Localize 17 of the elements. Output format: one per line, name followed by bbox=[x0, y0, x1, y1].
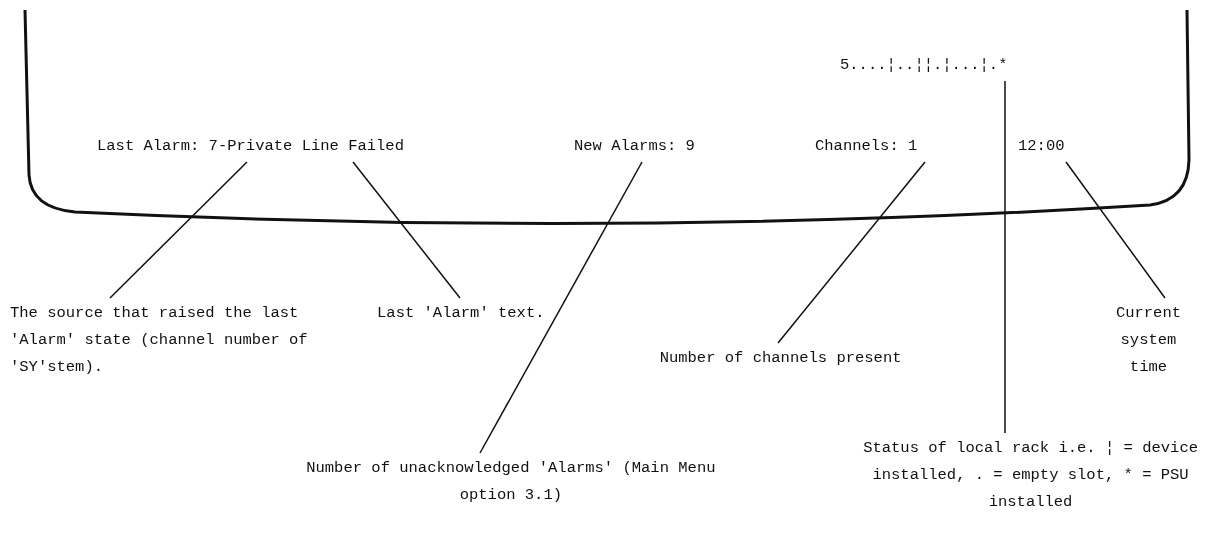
screen-text: Last Alarm: 7-Private Line Failed bbox=[97, 133, 404, 160]
leader-line bbox=[1065, 161, 1166, 299]
screen-text: 5....¦..¦¦.¦...¦.* bbox=[840, 52, 1008, 79]
leader-line bbox=[109, 161, 248, 299]
screen-text: New Alarms: 9 bbox=[574, 133, 695, 160]
callout-text: Last 'Alarm' text. bbox=[376, 300, 546, 327]
callout-text: The source that raised the last 'Alarm' state (channel number of 'SY'stem). bbox=[10, 300, 309, 381]
leader-line bbox=[777, 161, 926, 344]
callout-text: Number of unacknowledged 'Alarms' (Main Menu option 3.1) bbox=[305, 455, 717, 509]
leader-line bbox=[1004, 80, 1006, 434]
callout-text: Current system time bbox=[1114, 300, 1182, 381]
leader-line bbox=[352, 161, 461, 299]
callout-text: Number of channels present bbox=[659, 345, 903, 372]
screen-text: Channels: 1 bbox=[815, 133, 918, 160]
screen-text: 12:00 bbox=[1018, 133, 1065, 160]
leader-line bbox=[479, 161, 643, 454]
callout-text: Status of local rack i.e. ¦ = device installed, . = empty slot, * = PSU installed bbox=[862, 435, 1199, 516]
